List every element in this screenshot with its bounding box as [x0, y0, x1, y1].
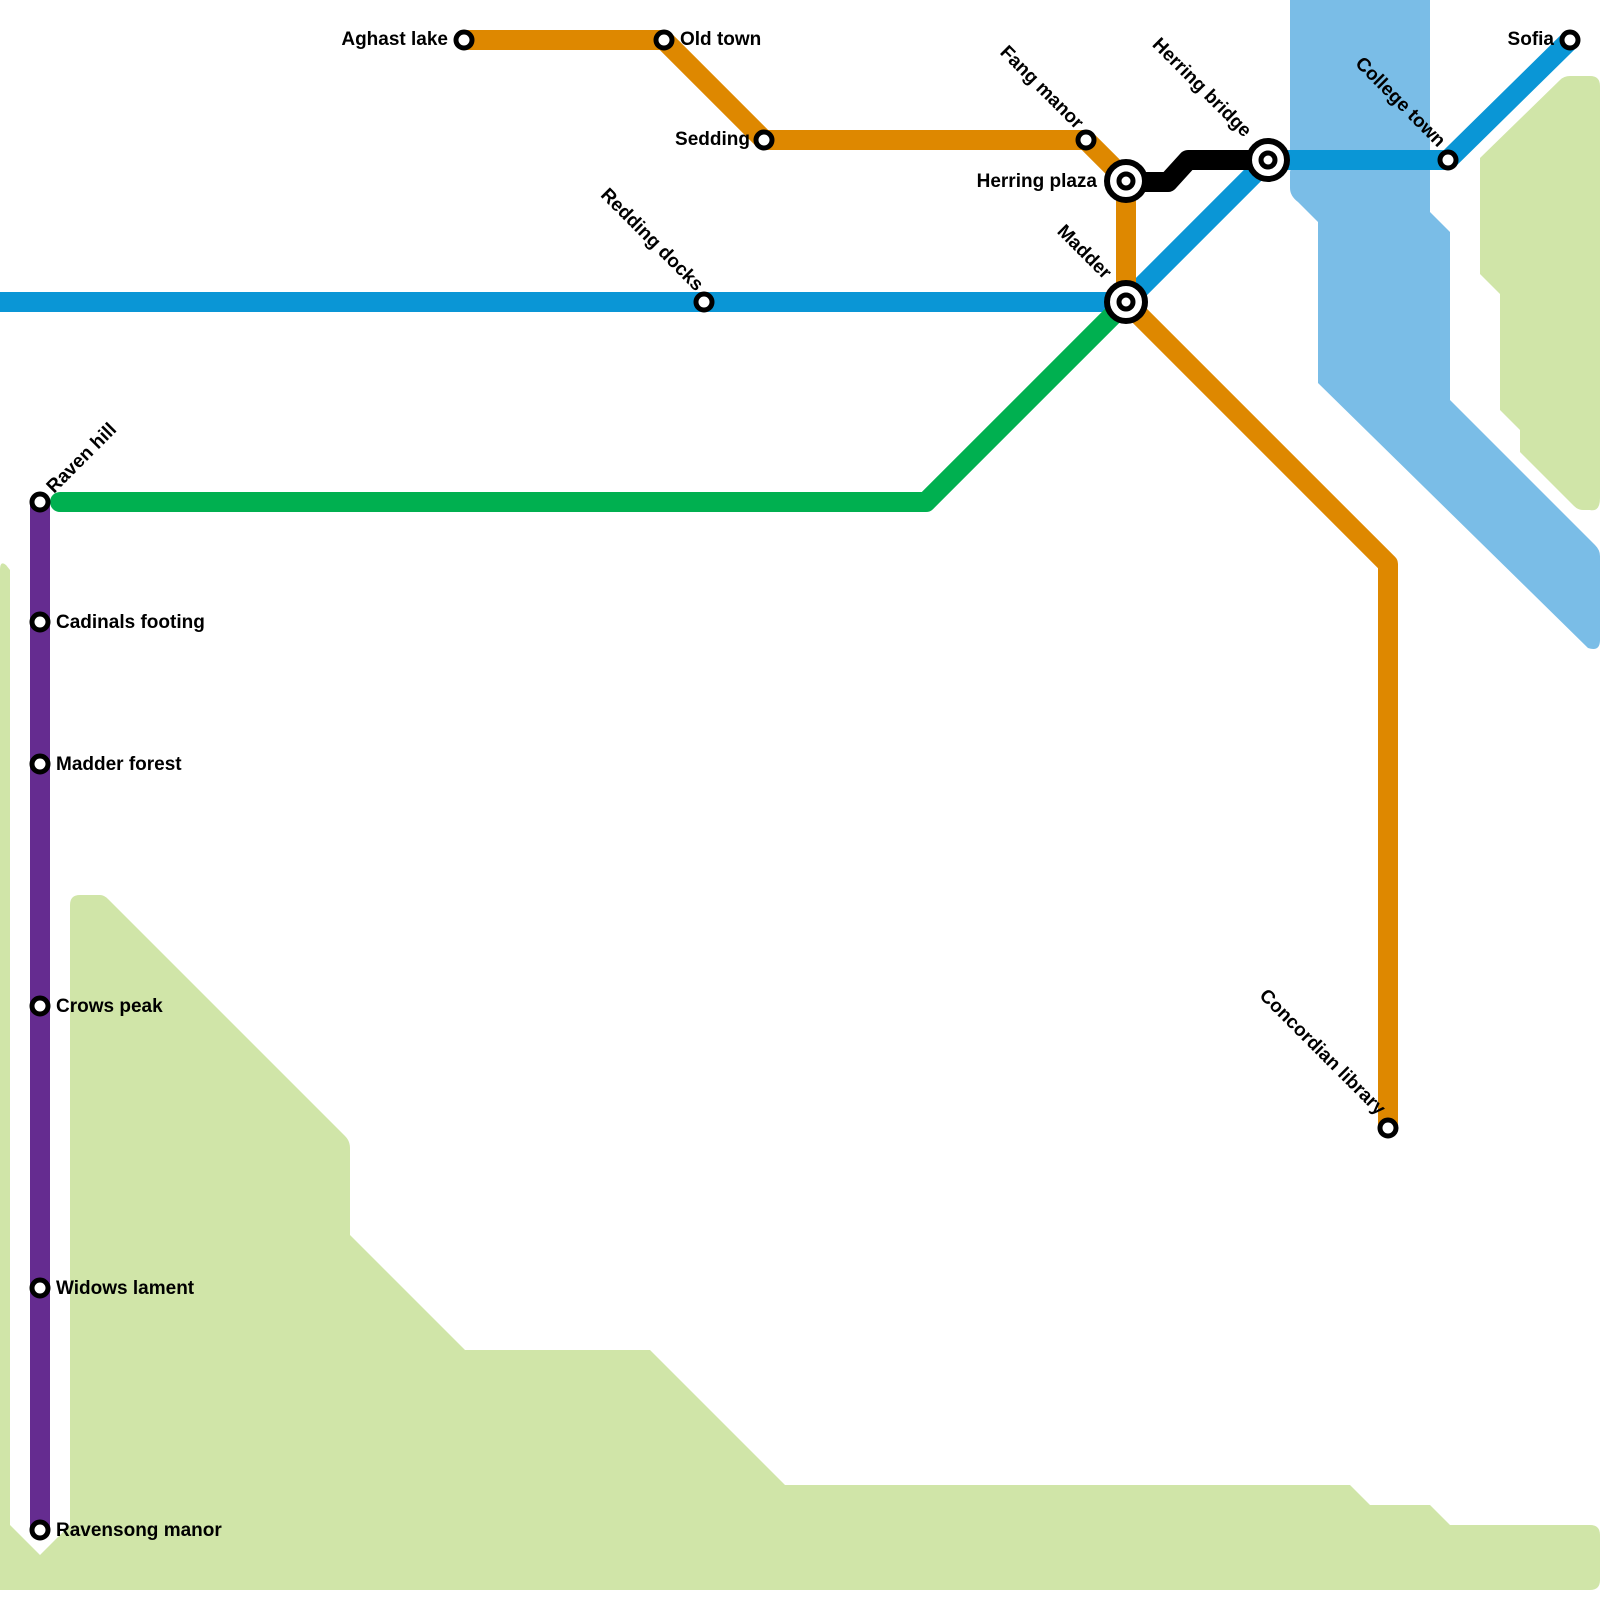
- station-label: Sofia: [1508, 29, 1555, 50]
- station-marker[interactable]: [29, 753, 51, 775]
- station-marker[interactable]: [1075, 129, 1097, 151]
- station-marker[interactable]: [1437, 149, 1459, 171]
- station-marker[interactable]: [1559, 29, 1581, 51]
- station-label: Widows lament: [56, 1278, 195, 1299]
- station-concordian-library[interactable]: Concordian library: [1255, 985, 1399, 1139]
- station-label: Ravensong manor: [56, 1520, 222, 1541]
- station-label: Aghast lake: [341, 29, 448, 50]
- station-marker[interactable]: [29, 611, 51, 633]
- station-redding-docks[interactable]: Redding docks: [596, 184, 715, 313]
- station-marker[interactable]: [29, 1519, 51, 1541]
- station-label: Cadinals footing: [56, 612, 205, 633]
- station-cadinals-footing[interactable]: Cadinals footing: [29, 611, 205, 633]
- interchange-inner: [1116, 171, 1136, 191]
- station-marker[interactable]: [29, 995, 51, 1017]
- station-widows-lament[interactable]: Widows lament: [29, 1277, 195, 1299]
- station-marker[interactable]: [1377, 1117, 1399, 1139]
- station-marker[interactable]: [29, 491, 51, 513]
- station-marker[interactable]: [29, 1277, 51, 1299]
- line-green[interactable]: [50, 292, 1136, 512]
- station-label: Madder forest: [56, 754, 182, 775]
- interchange-inner: [1116, 292, 1136, 312]
- station-sofia[interactable]: Sofia: [1508, 29, 1581, 51]
- land-layer: [0, 76, 1600, 1591]
- station-label: Redding docks: [596, 184, 707, 295]
- station-label: Herring bridge: [1148, 34, 1255, 141]
- station-herring-plaza[interactable]: Herring plaza: [977, 159, 1148, 203]
- station-label: Madder: [1053, 221, 1116, 284]
- station-label: Concordian library: [1255, 985, 1390, 1120]
- station-marker[interactable]: [693, 291, 715, 313]
- interchange-inner: [1258, 150, 1278, 170]
- land-right: [1480, 76, 1600, 511]
- station-marker[interactable]: [653, 29, 675, 51]
- land-bottom-left: [0, 563, 1600, 1591]
- station-marker[interactable]: [753, 129, 775, 151]
- station-label: Crows peak: [56, 996, 163, 1017]
- station-sedding[interactable]: Sedding: [675, 129, 775, 151]
- station-ravensong-manor[interactable]: Ravensong manor: [29, 1519, 222, 1541]
- station-old-town[interactable]: Old town: [653, 29, 761, 51]
- station-label: Old town: [680, 29, 761, 50]
- station-label: Fang manor: [996, 42, 1088, 134]
- station-label: Raven hill: [43, 419, 121, 497]
- station-label: Herring plaza: [977, 171, 1098, 192]
- station-marker[interactable]: [453, 29, 475, 51]
- station-aghast-lake[interactable]: Aghast lake: [341, 29, 475, 51]
- line-orange[interactable]: [454, 30, 1398, 1136]
- station-label: Sedding: [675, 129, 750, 150]
- station-madder-forest[interactable]: Madder forest: [29, 753, 182, 775]
- station-crows-peak[interactable]: Crows peak: [29, 995, 163, 1017]
